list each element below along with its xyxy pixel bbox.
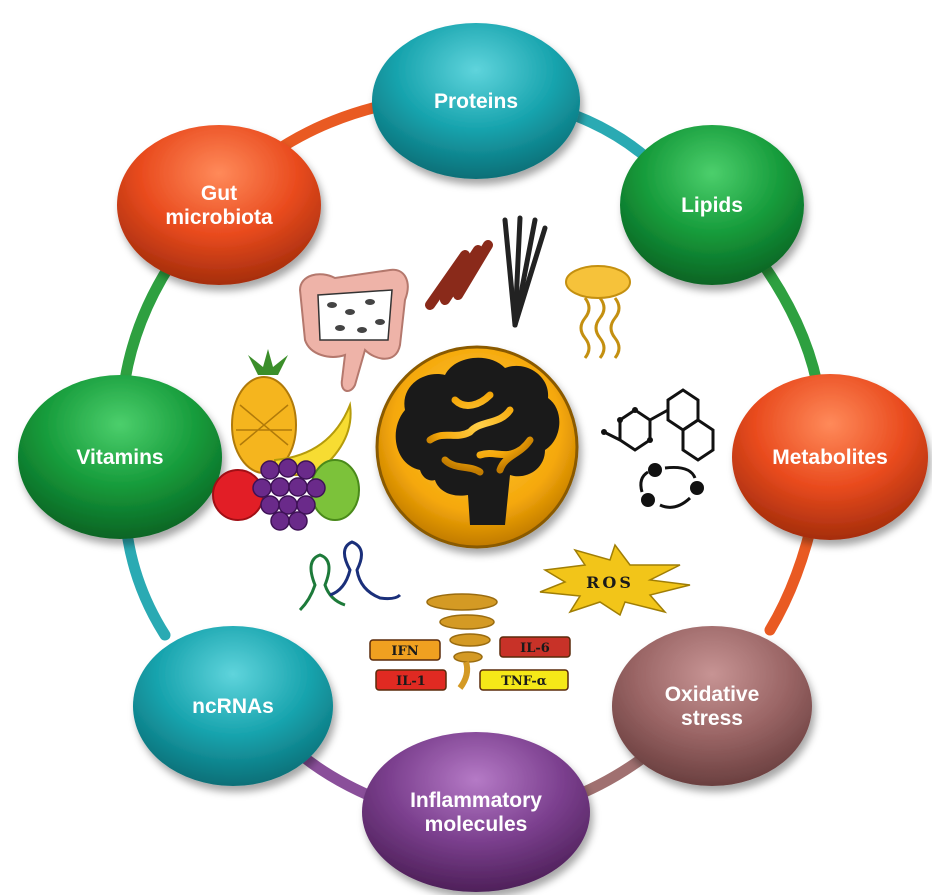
node-vitamins: Vitamins: [18, 375, 222, 539]
cycle-arrows-icon: [639, 463, 704, 509]
node-lipids: Lipids: [620, 125, 804, 285]
ros-label: ROS: [586, 573, 634, 592]
fiber-bundle-icon: [502, 215, 548, 328]
ring-segment-vitamins-gut: [119, 259, 176, 386]
cytokine-tag-ifn-label: IFN: [391, 644, 418, 659]
cytokine-tag-ifn: IFN: [369, 639, 441, 661]
node-oxidative-stress-label-line-2: stress: [681, 707, 743, 730]
cytokine-tags: IFN IL-6IL-1 TNF-α: [369, 636, 571, 691]
node-oxidative-stress-circle: [612, 626, 812, 786]
cytokine-tag-il-1: IL-1: [375, 669, 447, 691]
ros-burst-icon: ROS: [539, 543, 691, 617]
node-lipids-circle: [620, 125, 804, 285]
cytokine-tag-il-6-label: IL-6: [520, 641, 550, 656]
node-vitamins-circle: [18, 375, 222, 539]
node-inflammatory-molecules-label-line-2: molecules: [425, 813, 528, 836]
cytokine-tag-il-1-label: IL-1: [396, 674, 426, 689]
cytokine-tag-tnf-alpha-label: TNF-α: [501, 674, 547, 689]
node-proteins: Proteins: [372, 23, 580, 179]
node-inflammatory-molecules-label-line-1: Inflammatory: [410, 789, 542, 812]
fruit-icon: [212, 349, 360, 531]
node-ncrnas: ncRNAs: [133, 626, 333, 786]
node-metabolites: Metabolites: [732, 374, 928, 540]
node-proteins-label-line-1: Proteins: [434, 90, 518, 113]
node-ncrnas-circle: [133, 626, 333, 786]
rna-icon: [298, 540, 402, 612]
lipid-icon: [565, 265, 631, 359]
cytokine-tag-il-6: IL-6: [499, 636, 571, 658]
node-ncrnas-label-line-1: ncRNAs: [192, 695, 274, 718]
node-gut-microbiota-label-line-2: microbiota: [165, 206, 273, 229]
node-inflammatory-molecules-circle: [362, 732, 590, 892]
node-group: ProteinsLipidsMetabolitesOxidativestress…: [18, 23, 928, 892]
node-gut-microbiota-label-line-1: Gut: [201, 182, 237, 205]
node-metabolites-label-line-1: Metabolites: [772, 446, 888, 469]
node-gut-microbiota-circle: [117, 125, 321, 285]
molecule-icon: [601, 388, 715, 462]
cytokine-tag-tnf-alpha: TNF-α: [479, 669, 569, 691]
node-proteins-circle: [372, 23, 580, 179]
node-vitamins-label-line-1: Vitamins: [76, 446, 163, 469]
protein-helix-icon: [425, 240, 493, 310]
node-lipids-label-line-1: Lipids: [681, 194, 743, 217]
node-metabolites-circle: [732, 374, 928, 540]
tornado-icon: [426, 593, 498, 690]
intestine-icon: [298, 268, 409, 392]
brain-icon: [375, 345, 579, 549]
node-oxidative-stress-label-line-1: Oxidative: [665, 683, 760, 706]
